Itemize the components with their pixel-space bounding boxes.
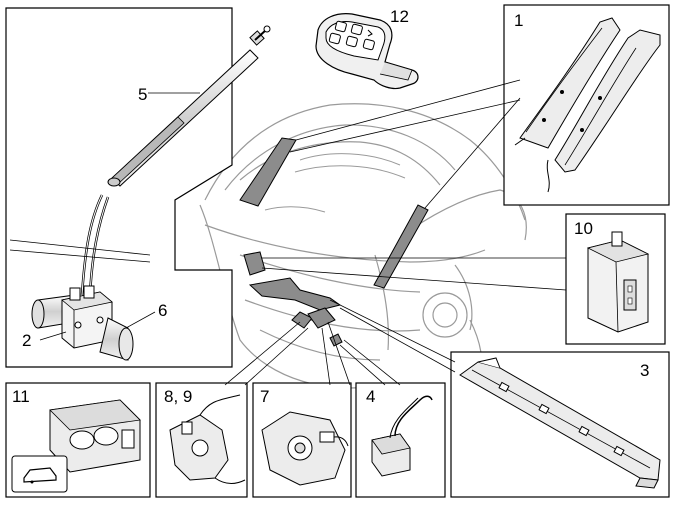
callout-4: 4 — [366, 387, 376, 406]
callout-2: 2 — [22, 331, 32, 350]
callout-1: 1 — [514, 11, 524, 30]
callout-10: 10 — [574, 219, 593, 238]
callout-6: 6 — [158, 301, 168, 320]
panel-control-module — [565, 213, 666, 345]
panel-handle-strip — [450, 351, 670, 498]
gas-strut — [107, 25, 271, 187]
pump-assembly — [31, 285, 134, 361]
car-highlights — [239, 137, 429, 347]
panel-tailgate-switch — [5, 382, 151, 498]
callout-7: 7 — [260, 387, 270, 406]
side-rail-highlight — [373, 204, 429, 289]
panel-microswitch — [355, 382, 446, 498]
panel-side-trims — [503, 4, 670, 206]
callout-12: 12 — [390, 7, 409, 26]
tailgate-symbol-icon — [23, 467, 57, 483]
car-rear-view — [199, 103, 527, 389]
handle-strip-highlight — [248, 277, 342, 311]
lock-module-highlight — [243, 251, 266, 276]
callout-8-9: 8, 9 — [164, 387, 193, 406]
panel-lock-motor — [252, 382, 352, 498]
panel-strut-pump — [5, 7, 271, 368]
callout-3: 3 — [640, 361, 650, 380]
key-fob — [315, 13, 419, 90]
callout-5: 5 — [138, 85, 148, 104]
motor-highlight — [307, 307, 336, 329]
panel-latch — [155, 382, 248, 498]
wiper-area-highlight — [239, 137, 297, 207]
callout-11: 11 — [12, 387, 30, 406]
